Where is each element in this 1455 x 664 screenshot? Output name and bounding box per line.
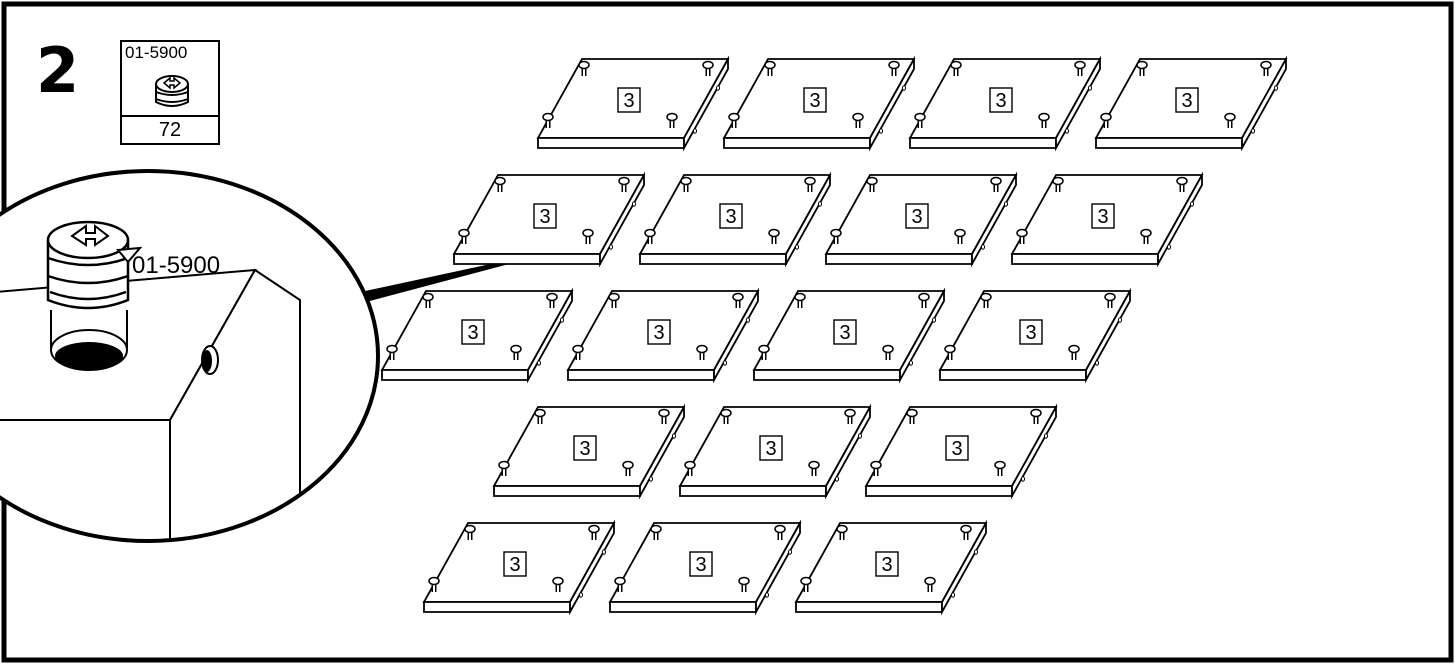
panel-label: 3 <box>653 322 664 344</box>
detail-magnifier <box>0 169 588 543</box>
detail-part-label: 01-5900 <box>132 252 221 279</box>
panel-3: 3 <box>908 55 1102 152</box>
panel-1: 3 <box>536 55 730 152</box>
panel-label: 3 <box>579 438 590 460</box>
part-callout-box: 01-5900 72 <box>120 40 220 145</box>
cam-lock-fitting-icon <box>155 75 189 107</box>
panel-label: 3 <box>1181 90 1192 112</box>
panel-10: 3 <box>566 287 760 384</box>
panel-9: 3 <box>380 287 574 384</box>
panel-6: 3 <box>638 171 832 268</box>
panel-label: 3 <box>881 554 892 576</box>
panel-label: 3 <box>1025 322 1036 344</box>
part-code: 01-5900 <box>125 43 188 62</box>
part-quantity: 72 <box>158 119 182 141</box>
step-number: 2 <box>36 34 80 107</box>
panel-18: 3 <box>794 519 988 616</box>
panel-5: 3 <box>452 171 646 268</box>
panel-label: 3 <box>951 438 962 460</box>
panel-2: 3 <box>722 55 916 152</box>
panel-label: 3 <box>911 206 922 228</box>
panel-label: 3 <box>725 206 736 228</box>
panel-14: 3 <box>678 403 872 500</box>
panel-7: 3 <box>824 171 1018 268</box>
panel-label: 3 <box>695 554 706 576</box>
panel-label: 3 <box>809 90 820 112</box>
detail-fitting <box>46 220 143 310</box>
part-qty-row: 72 <box>122 115 218 143</box>
panel-label: 3 <box>1097 206 1108 228</box>
panel-label: 3 <box>765 438 776 460</box>
panel-label: 3 <box>623 90 634 112</box>
panel-label: 3 <box>539 206 550 228</box>
panel-16: 3 <box>422 519 616 616</box>
panel-15: 3 <box>864 403 1058 500</box>
panel-8: 3 <box>1010 171 1204 268</box>
panel-11: 3 <box>752 287 946 384</box>
panel-12: 3 <box>938 287 1132 384</box>
panel-13: 3 <box>492 403 686 500</box>
panel-label: 3 <box>995 90 1006 112</box>
panel-label: 3 <box>839 322 850 344</box>
panel-4: 3 <box>1094 55 1288 152</box>
panel-label: 3 <box>467 322 478 344</box>
panel-label: 3 <box>509 554 520 576</box>
panel-17: 3 <box>608 519 802 616</box>
